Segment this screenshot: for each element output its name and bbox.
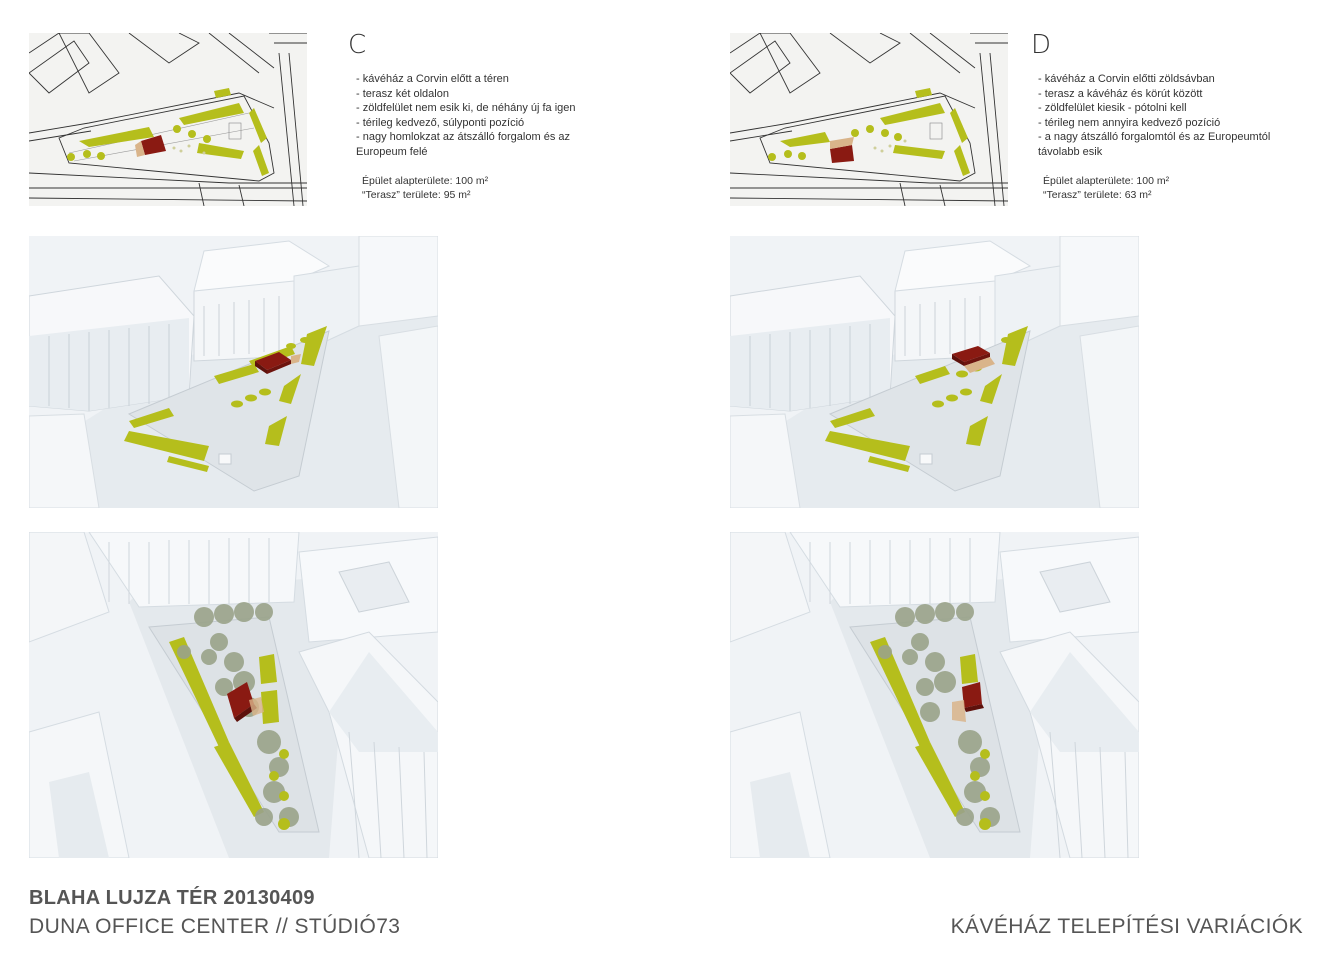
option-notes-d: - kávéház a Corvin előtti zöldsávban - t…: [1038, 72, 1270, 160]
building-area: Épület alapterülete: 100 m²: [1043, 175, 1170, 187]
note-line: - terasz a kávéház és körút között: [1038, 87, 1203, 100]
note-line: - kávéház a Corvin előtti zöldsávban: [1038, 73, 1215, 85]
area-figures-c: Épület alapterülete: 100 m² “Terasz” ter…: [362, 175, 488, 202]
building-area: Épület alapterülete: 100 m²: [362, 175, 489, 187]
project-subtitle: DUNA OFFICE CENTER // STÚDIÓ73: [29, 915, 401, 938]
note-line: távolabb esik: [1038, 145, 1103, 158]
project-title: BLAHA LUJZA TÉR 20130409: [29, 887, 315, 909]
aerial-render-d-1: [730, 236, 1139, 508]
note-line: - zöldfelület nem esik ki, de néhány új …: [356, 102, 576, 115]
note-line: - térileg kedvező, súlyponti pozíció: [356, 116, 525, 129]
note-line: - kávéház a Corvin előtt a téren: [356, 73, 509, 85]
aerial-render-c-1: [29, 236, 438, 508]
note-line: - a nagy átszálló forgalomtól és az Euro…: [1038, 131, 1271, 144]
note-line: - terasz két oldalon: [356, 87, 449, 100]
note-line: Europeum felé: [356, 145, 428, 158]
aerial-render-c-2: [29, 532, 438, 858]
aerial-render-d-2: [730, 532, 1139, 858]
terrace-area: “Terasz” területe: 63 m²: [1043, 188, 1152, 201]
site-plan-d: [730, 33, 1008, 206]
note-line: - térileg nem annyira kedvező pozíció: [1038, 116, 1221, 129]
area-figures-d: Épület alapterülete: 100 m² “Terasz” ter…: [1043, 175, 1169, 202]
option-letter-c: C: [348, 30, 367, 60]
terrace-area: “Terasz” területe: 95 m²: [362, 188, 471, 201]
note-line: - nagy homlokzat az átszálló forgalom és…: [356, 131, 570, 144]
note-line: - zöldfelület kiesik - pótolni kell: [1038, 102, 1187, 115]
option-letter-d: D: [1031, 30, 1052, 60]
site-plan-c: [29, 33, 307, 206]
sheet-title: KÁVÉHÁZ TELEPÍTÉSI VARIÁCIÓK: [950, 915, 1303, 938]
option-notes-c: - kávéház a Corvin előtt a téren - teras…: [356, 72, 576, 160]
